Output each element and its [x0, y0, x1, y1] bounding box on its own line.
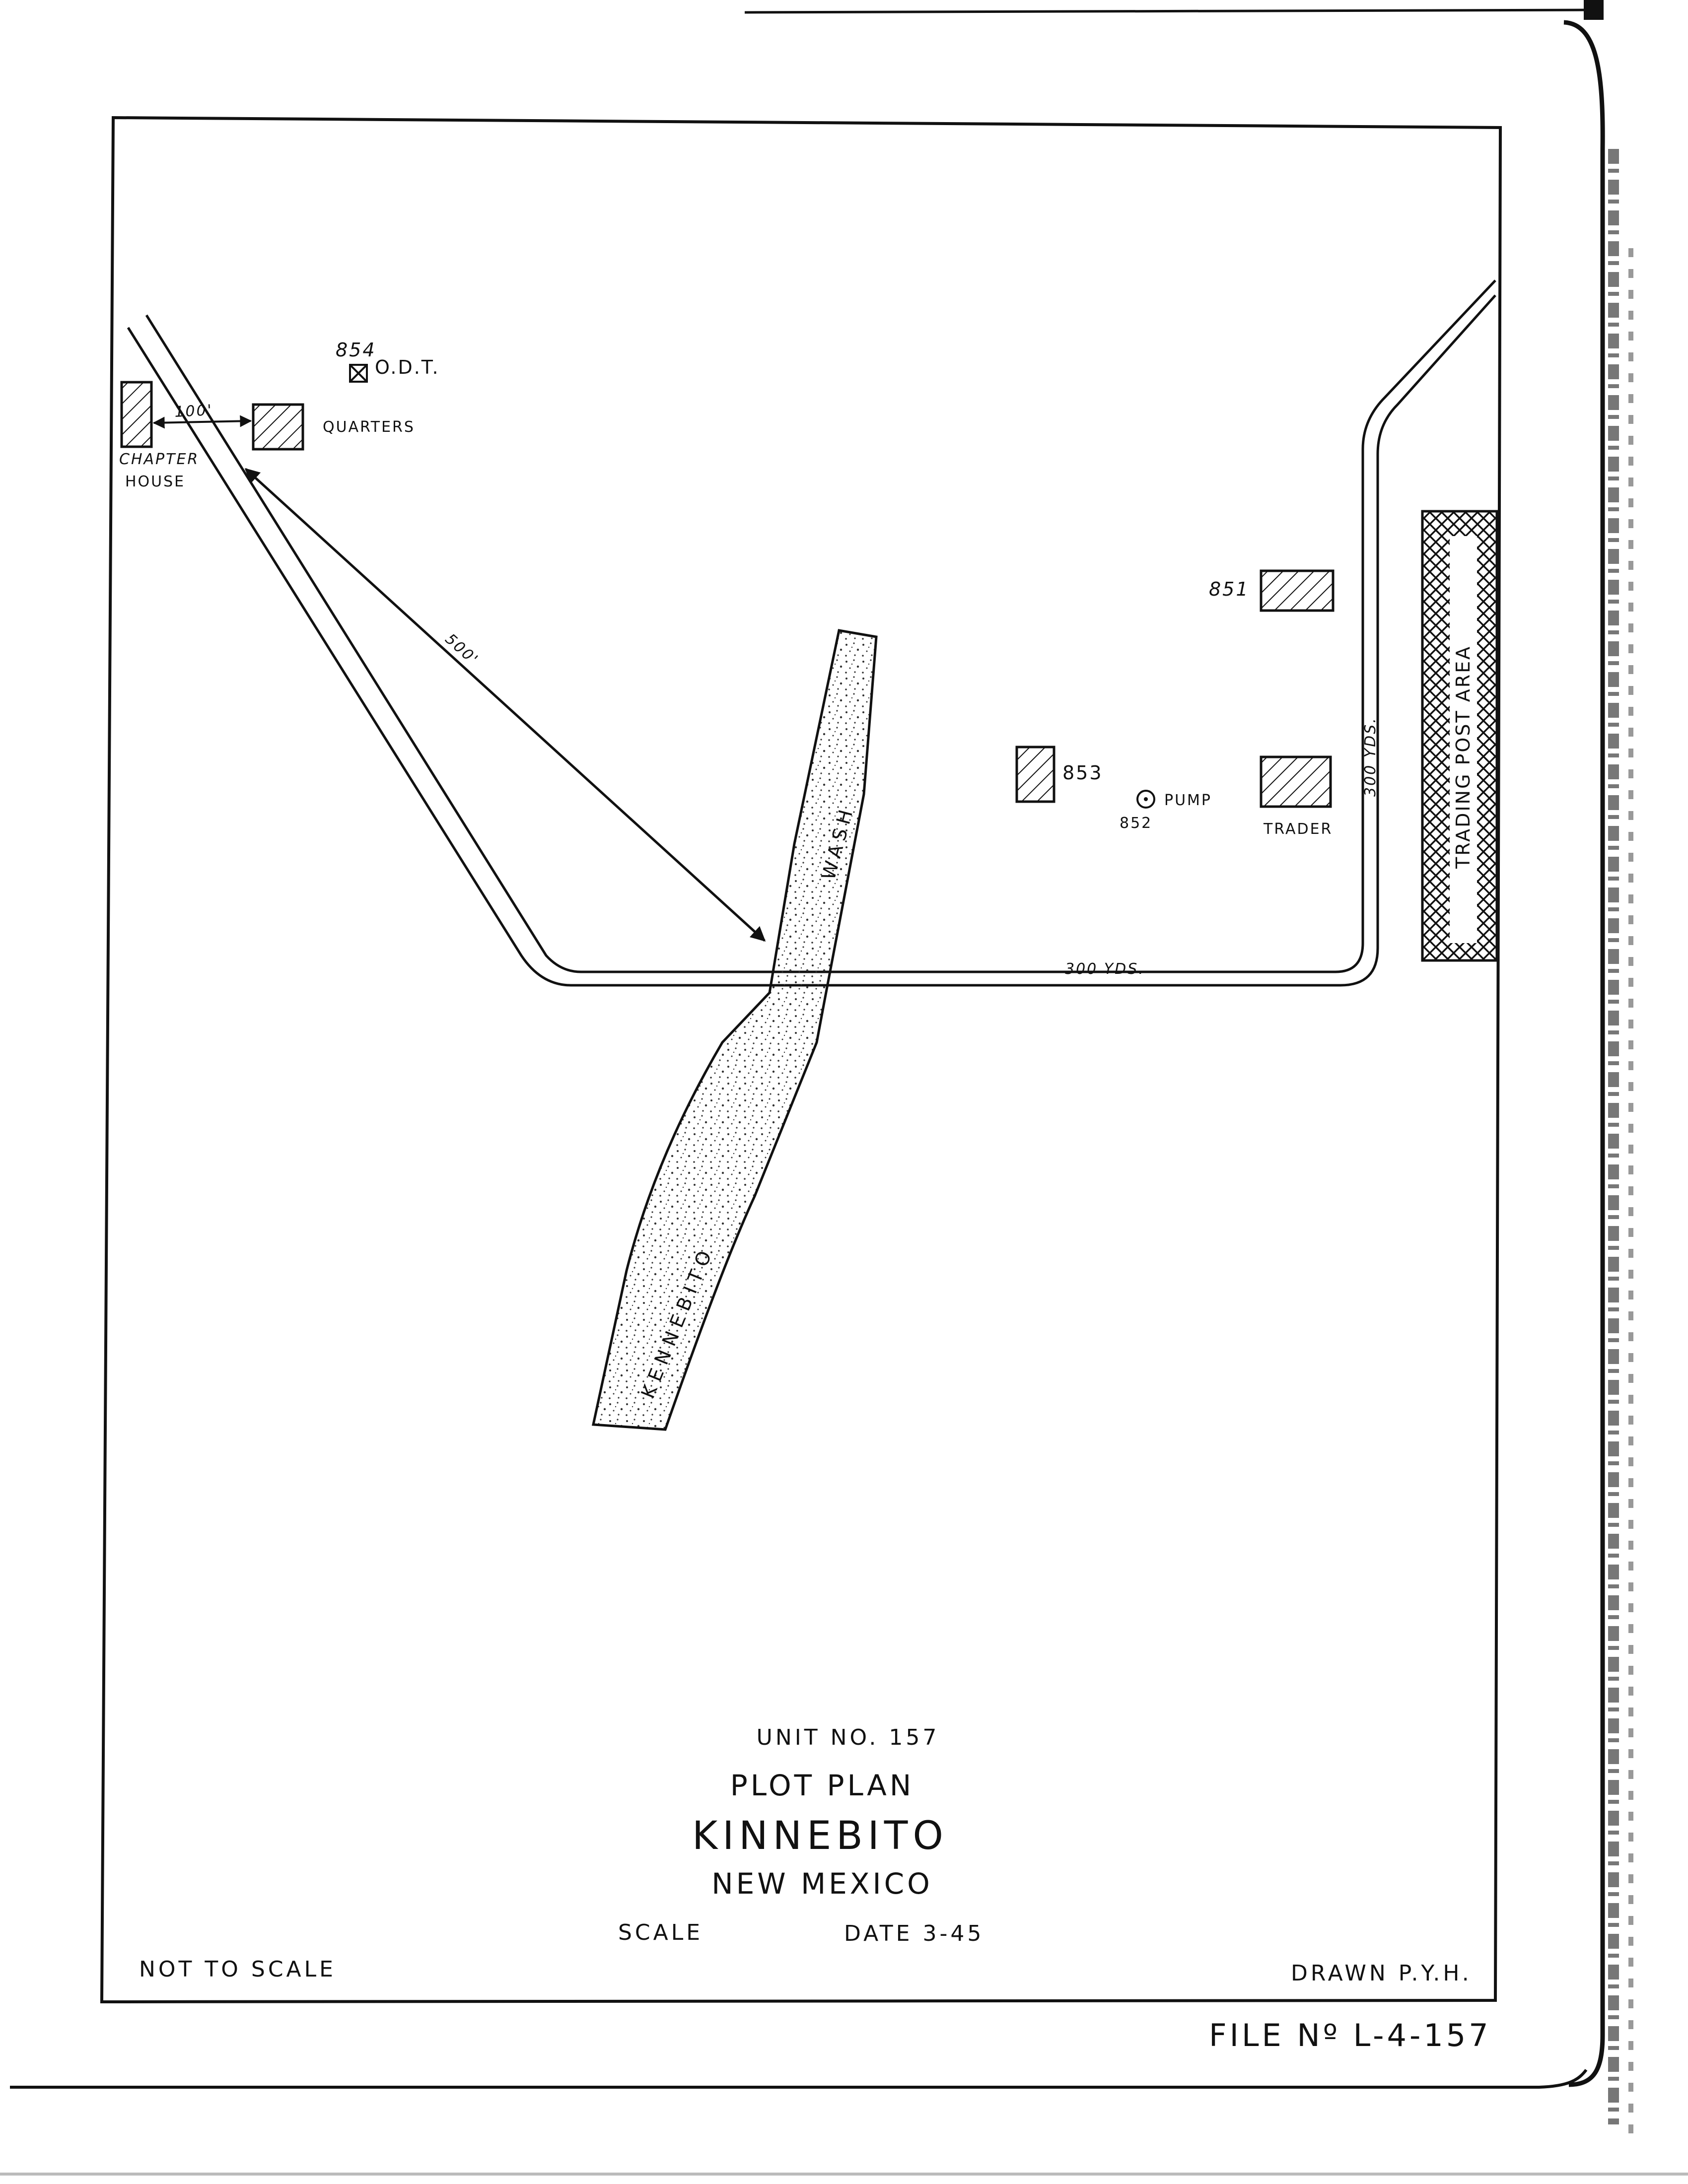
label-853: 853	[1062, 762, 1103, 784]
label-dim-500: 500'	[442, 630, 482, 669]
road	[127, 279, 1496, 987]
title-not-to-scale: NOT TO SCALE	[139, 1957, 336, 1982]
label-trading-post-area: TRADING POST AREA	[1452, 645, 1474, 869]
label-house: HOUSE	[125, 473, 185, 490]
label-odt: O.D.T.	[375, 356, 440, 378]
pump-icon	[1136, 790, 1155, 809]
title-plan: PLOT PLAN	[730, 1769, 914, 1802]
quarters-building	[252, 403, 304, 451]
title-file-no: FILE Nº L-4-157	[1209, 2017, 1491, 2053]
odt-icon	[349, 364, 368, 383]
label-dim-300-vertical: 300 YDS.	[1362, 717, 1379, 797]
label-chapter: CHAPTER	[119, 451, 199, 468]
chapter-house-building	[120, 381, 153, 448]
title-state: NEW MEXICO	[711, 1867, 933, 1901]
dim-100-line	[152, 415, 252, 429]
dim-500-line	[244, 468, 766, 942]
title-place: KINNEBITO	[692, 1814, 948, 1858]
building-853	[1015, 746, 1055, 803]
label-dim-300-horizontal: 300 YDS.	[1065, 960, 1145, 978]
kennebito-wash	[591, 629, 878, 1431]
title-scale: SCALE	[618, 1920, 703, 1945]
trading-post-label-bg	[1450, 536, 1477, 943]
drawing-border	[100, 116, 1502, 2004]
building-851	[1260, 569, 1335, 612]
title-unit: UNIT NO. 157	[757, 1725, 940, 1750]
label-pump: PUMP	[1164, 792, 1212, 809]
trader-building	[1260, 755, 1332, 808]
label-852: 852	[1120, 815, 1152, 832]
label-854: 854	[336, 339, 376, 361]
label-dim-100: 100'	[174, 402, 213, 421]
label-trader: TRADER	[1263, 820, 1333, 838]
title-date: DATE 3-45	[844, 1921, 984, 1946]
label-851: 851	[1209, 578, 1250, 600]
title-drawn: DRAWN P.Y.H.	[1291, 1961, 1472, 1986]
title-block: UNIT NO. 157 PLOT PLAN KINNEBITO NEW MEX…	[139, 1725, 1491, 2053]
label-quarters: QUARTERS	[323, 418, 415, 436]
